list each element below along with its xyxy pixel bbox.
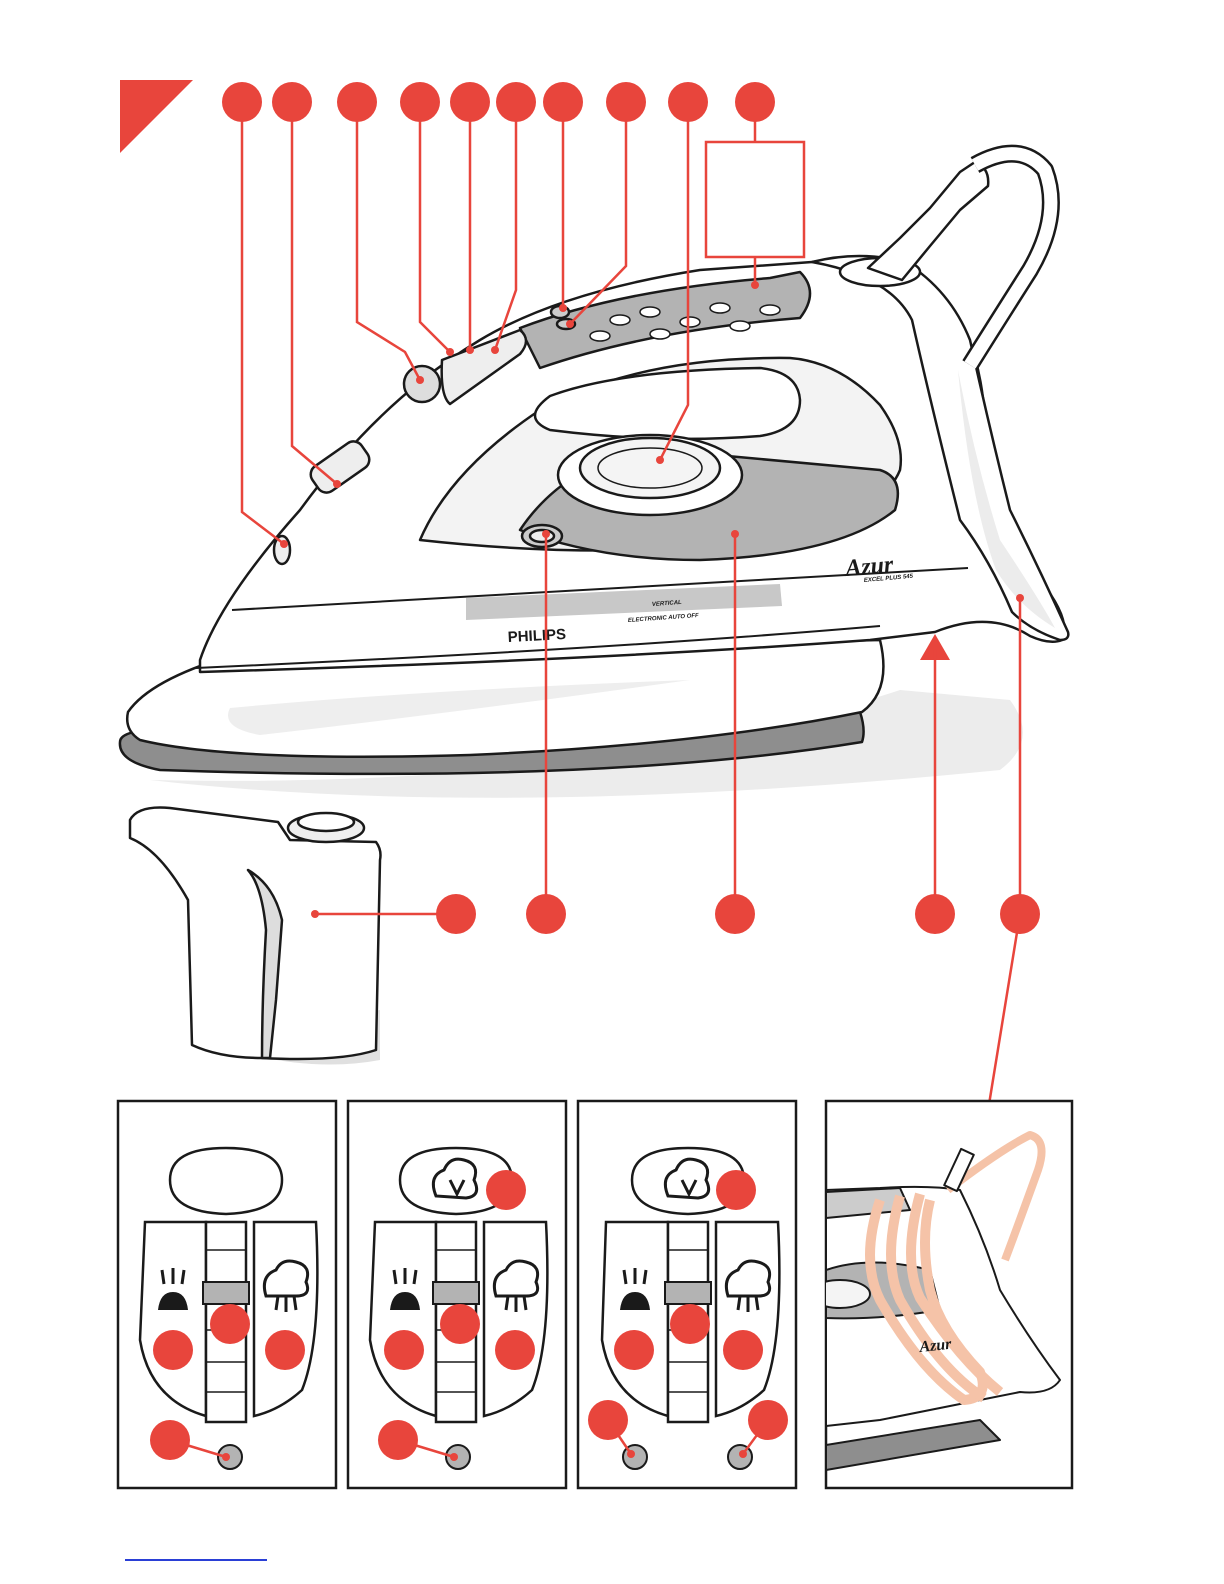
spray-button-icon[interactable] — [404, 366, 440, 402]
panel-4-cord-wrap: Azur — [810, 1101, 1072, 1488]
cup-body — [130, 808, 381, 1060]
steam-iron — [120, 154, 1068, 798]
panel-2 — [348, 1101, 566, 1488]
middle-callouts — [436, 894, 1040, 934]
brand-label: PHILIPS — [507, 626, 566, 646]
auto-off-light-inner — [530, 530, 554, 542]
callout-box — [706, 142, 804, 257]
top-callouts — [222, 82, 775, 122]
cord-boot — [868, 162, 988, 280]
panel-3 — [578, 1101, 796, 1488]
filling-opening — [274, 536, 290, 564]
filling-cup — [130, 808, 381, 1065]
temperature-dial[interactable] — [580, 438, 720, 498]
cup-opening — [298, 813, 354, 831]
corner-triangle-marker — [120, 80, 193, 153]
panel-1 — [118, 1101, 336, 1488]
azur-logo-small: Azur — [918, 1336, 953, 1356]
